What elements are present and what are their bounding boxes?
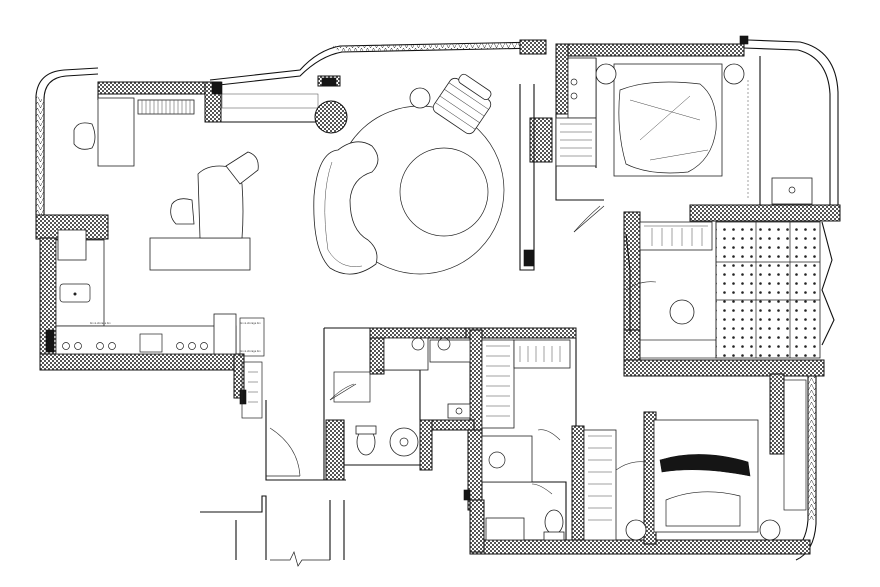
wardrobe-2 xyxy=(583,429,617,541)
round-ottoman xyxy=(314,100,348,134)
master-bedroom xyxy=(555,57,813,233)
shower-tray xyxy=(481,435,533,483)
lamp-arm xyxy=(225,151,259,185)
guest-bathroom xyxy=(329,383,471,457)
wardrobe xyxy=(555,117,597,167)
lower-bathroom xyxy=(481,435,565,541)
nightstand-right xyxy=(723,63,745,85)
desk xyxy=(97,97,135,167)
dotted-carpet xyxy=(715,221,821,359)
entry xyxy=(200,427,345,567)
counter-label-3: bin & storage bin xyxy=(240,350,261,353)
kitchen-sink xyxy=(59,283,91,303)
tall-cabinet xyxy=(213,313,237,355)
bed-2 xyxy=(653,419,759,533)
misc-fixtures xyxy=(333,337,451,403)
nightstand-3 xyxy=(625,519,647,541)
curved-sofa xyxy=(313,141,379,275)
vanity-sink xyxy=(771,177,813,205)
nightstand-4 xyxy=(759,519,781,541)
nightstand-left xyxy=(595,63,617,85)
lounge-chair xyxy=(432,73,492,135)
central-wardrobes xyxy=(383,337,571,441)
counter-label-1: bin & storage bin xyxy=(90,322,111,325)
stool xyxy=(669,299,695,325)
cooktop xyxy=(62,342,208,350)
exterior-facade xyxy=(35,39,839,561)
floor-lamp xyxy=(409,87,431,109)
counter-label-2: bin & storage bin xyxy=(240,322,261,325)
coffee-table xyxy=(399,147,489,237)
master-bed xyxy=(613,63,723,177)
second-bedroom xyxy=(583,379,807,541)
counter-island xyxy=(55,325,237,355)
toilet-2 xyxy=(544,509,564,535)
structural-walls xyxy=(35,39,841,555)
side-chair xyxy=(170,198,195,225)
dressing-room xyxy=(625,221,821,359)
dining-table xyxy=(149,237,251,271)
basin-round xyxy=(389,427,419,457)
desk-chair xyxy=(73,122,96,150)
kitchen: bin & storage bin bin & storage bin bin … xyxy=(55,229,265,419)
living-area xyxy=(73,73,505,275)
armchair xyxy=(197,165,244,239)
